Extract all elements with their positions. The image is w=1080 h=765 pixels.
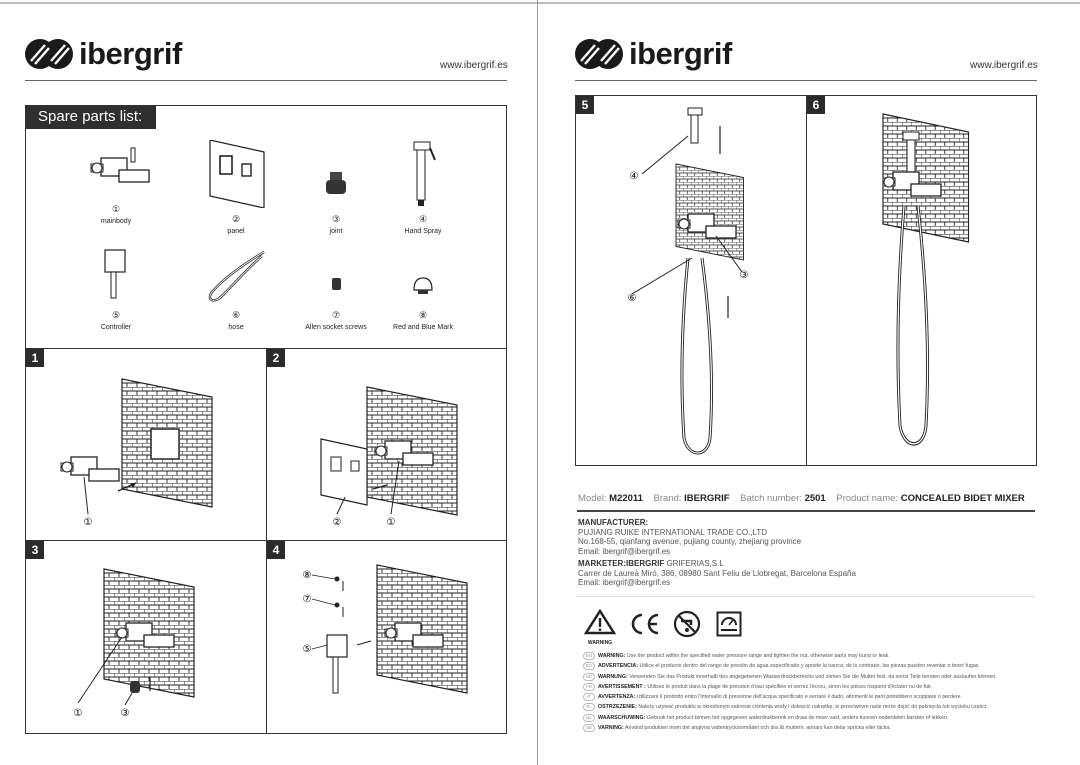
callout: ① [387, 517, 396, 528]
step-4-illustration: ⑧ ⑦ ⑤ [303, 564, 468, 694]
step-number: 5 [576, 96, 594, 114]
logo-wordmark: ibergrif [79, 36, 182, 71]
step-3-illustration: ① ③ [74, 568, 195, 719]
step-number: 1 [26, 349, 44, 367]
manufacturer-block: MANUFACTURER: PUJIANG RUIKE INTERNATIONA… [578, 518, 802, 556]
mark-cap-drawing [413, 277, 433, 294]
step-number: 6 [807, 96, 825, 114]
page-top-border [0, 2, 1080, 4]
warning-triangle-icon: WARNING [582, 608, 618, 646]
brand-logo: ibergrif [575, 36, 732, 72]
marketer-block: MARKETER:IBERGRIF GRIFERIAS,S.L Carrer d… [578, 559, 856, 587]
step-6-illustration [882, 113, 970, 446]
marketer-rule [577, 596, 1035, 597]
mainbody-drawing [90, 147, 150, 183]
callout: ⑧ [303, 570, 312, 581]
step-number: 4 [267, 541, 285, 559]
step-6-panel: 6 [806, 95, 1037, 466]
no-drinking-water-icon [673, 610, 701, 638]
panel-drawing [209, 140, 265, 208]
callout: ③ [740, 270, 749, 281]
step-1-panel: 1 ① [25, 348, 267, 541]
step-5-panel: 5 ④ ③ ⑥ [575, 95, 807, 466]
step-number: 2 [267, 349, 285, 367]
brand-logo: ibergrif [25, 36, 182, 72]
ce-mark-icon [631, 613, 659, 635]
website-url: www.ibergrif.es [970, 60, 1038, 71]
model-value: M22011 [609, 493, 643, 504]
step-1-illustration: ① [60, 378, 213, 528]
callout: ⑥ [628, 293, 637, 304]
callout: ⑤ [303, 644, 312, 655]
step-number: 3 [26, 541, 44, 559]
step-2-panel: 2 ② ① [266, 348, 507, 541]
allen-screw-drawing [332, 278, 341, 290]
brand-value: IBERGRIF [684, 493, 730, 504]
step-3-panel: 3 ① ③ [25, 540, 267, 734]
callout: ⑦ [303, 594, 312, 605]
callout: ③ [121, 708, 130, 719]
controller-drawing [104, 249, 126, 299]
callout: ① [74, 708, 83, 719]
pressure-gauge-icon [716, 611, 742, 637]
batch-value: 2501 [804, 493, 826, 504]
page-separator [537, 0, 538, 765]
logo-wordmark: ibergrif [629, 36, 732, 71]
joint-drawing [326, 172, 346, 194]
header-rule [25, 80, 507, 81]
header-rule [575, 80, 1037, 81]
spare-parts-title: Spare parts list: [25, 105, 157, 129]
step-5-illustration: ④ ③ ⑥ [628, 107, 749, 455]
callout: ① [84, 517, 93, 528]
ibergrif-logo-icon [575, 39, 623, 69]
ibergrif-logo-icon [25, 39, 73, 69]
product-info-line: Model: M22011 Brand: IBERGRIF Batch numb… [578, 493, 1025, 504]
step-2-illustration: ② ① [320, 386, 458, 528]
hose-drawing [208, 250, 265, 302]
product-rule [577, 510, 1035, 512]
hand-spray-drawing [413, 141, 436, 206]
product-name-value: CONCEALED BIDET MIXER [900, 493, 1025, 504]
website-url: www.ibergrif.es [440, 60, 508, 71]
step-4-panel: 4 ⑧ ⑦ ⑤ [266, 540, 507, 734]
callout: ④ [630, 171, 639, 182]
callout: ② [333, 517, 342, 528]
